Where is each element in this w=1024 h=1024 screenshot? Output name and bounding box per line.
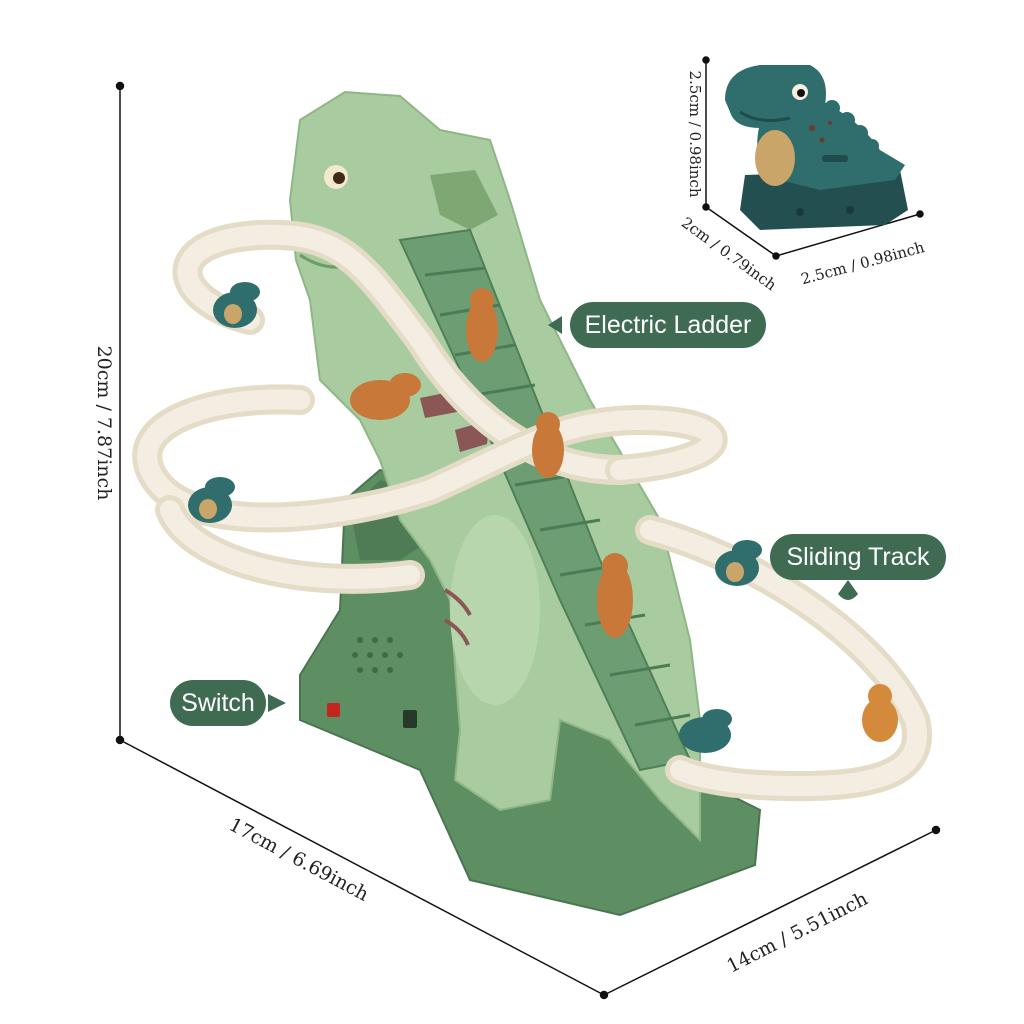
track-figures [188,282,898,753]
callout-sliding-track: Sliding Track [770,534,946,600]
callout-sliding-track-label: Sliding Track [786,543,930,571]
width-dimension-label: 17cm / 6.69inch [225,814,372,906]
callout-switch-label: Switch [181,689,255,717]
callout-electric-ladder: Electric Ladder [548,302,766,348]
callout-electric-ladder-label: Electric Ladder [585,311,752,339]
inset-width-label: 2.5cm / 0.98inch [799,238,927,288]
inset-height-label: 2.5cm / 0.98inch [686,71,704,198]
dinosaur-slide-toy-illustration [132,90,932,917]
dimension-lines [115,81,941,1000]
sliding-track [132,219,932,802]
height-dimension-label: 20cm / 7.87inch [93,346,115,501]
depth-dimension-label: 14cm / 5.51inch [723,888,871,978]
switch-button [327,703,340,717]
dinosaur-figure-illustration [725,65,908,230]
callout-switch: Switch [170,680,286,726]
inset-dimension-lines [702,56,924,260]
